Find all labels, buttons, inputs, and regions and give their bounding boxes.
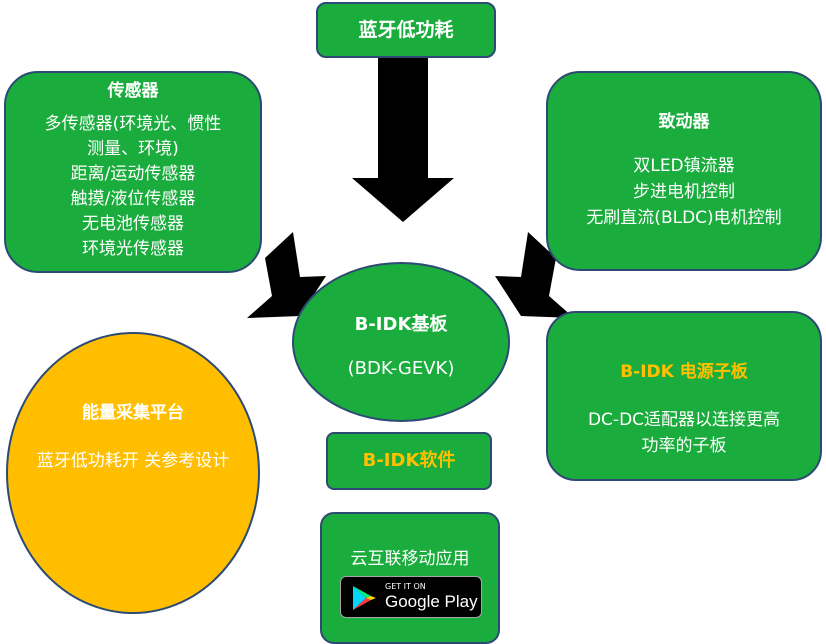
actuators-title: 致动器 (658, 112, 710, 132)
base-board-subtitle: (BDK-GEVK) (347, 358, 455, 379)
software-label: B-IDK软件 (362, 450, 456, 471)
arrow-top-down (352, 58, 454, 222)
base-board-ellipse: B-IDK基板 (BDK-GEVK) (292, 262, 510, 422)
actuators-box: 致动器 双LED镇流器 步进电机控制 无刷直流(BLDC)电机控制 (546, 71, 822, 271)
sensors-box: 传感器 多传感器(环境光、惯性 测量、环境) 距离/运动传感器 触摸/液位传感器… (4, 71, 262, 273)
energy-item: 蓝牙低功耗开 (36, 451, 139, 471)
arrow-right-diagonal (495, 232, 574, 318)
sensor-item: 多传感器(环境光、惯性 (44, 114, 222, 134)
actuator-item: 双LED镇流器 (633, 156, 735, 176)
energy-harvesting-circle: 能量采集平台 蓝牙低功耗开 关参考设计 (6, 332, 260, 614)
base-board-title: B-IDK基板 (354, 314, 448, 335)
sensor-item: 环境光传感器 (82, 239, 184, 259)
sensors-title: 传感器 (107, 81, 159, 101)
power-board-item: DC-DC适配器以连接更高 (587, 410, 781, 430)
google-play-icon (353, 586, 376, 610)
arrow-left-diagonal (247, 232, 326, 318)
badge-large-text: Google Play (385, 592, 478, 611)
cloud-app-label: 云互联移动应用 (350, 549, 470, 569)
ble-low-power-box: 蓝牙低功耗 (316, 2, 496, 58)
actuator-item: 无刷直流(BLDC)电机控制 (586, 208, 782, 228)
badge-small-text: GET IT ON (385, 582, 426, 591)
power-board-title: B-IDK 电源子板 (620, 362, 748, 382)
actuator-item: 步进电机控制 (633, 182, 735, 202)
energy-item: 关参考设计 (144, 451, 230, 471)
google-play-badge[interactable]: GET IT ON Google Play (340, 576, 482, 618)
energy-title: 能量采集平台 (82, 403, 184, 423)
ble-low-power-label: 蓝牙低功耗 (358, 19, 454, 41)
software-box: B-IDK软件 (326, 432, 492, 490)
sensor-item: 无电池传感器 (82, 214, 184, 234)
sensor-item: 距离/运动传感器 (70, 164, 196, 184)
power-board-item: 功率的子板 (641, 436, 727, 456)
sensor-item: 测量、环境) (87, 139, 179, 159)
sensor-item: 触摸/液位传感器 (70, 189, 196, 209)
power-daughter-board-box: B-IDK 电源子板 DC-DC适配器以连接更高 功率的子板 (546, 311, 822, 481)
cloud-app-box: 云互联移动应用 GET IT ON Google Play (320, 512, 500, 644)
